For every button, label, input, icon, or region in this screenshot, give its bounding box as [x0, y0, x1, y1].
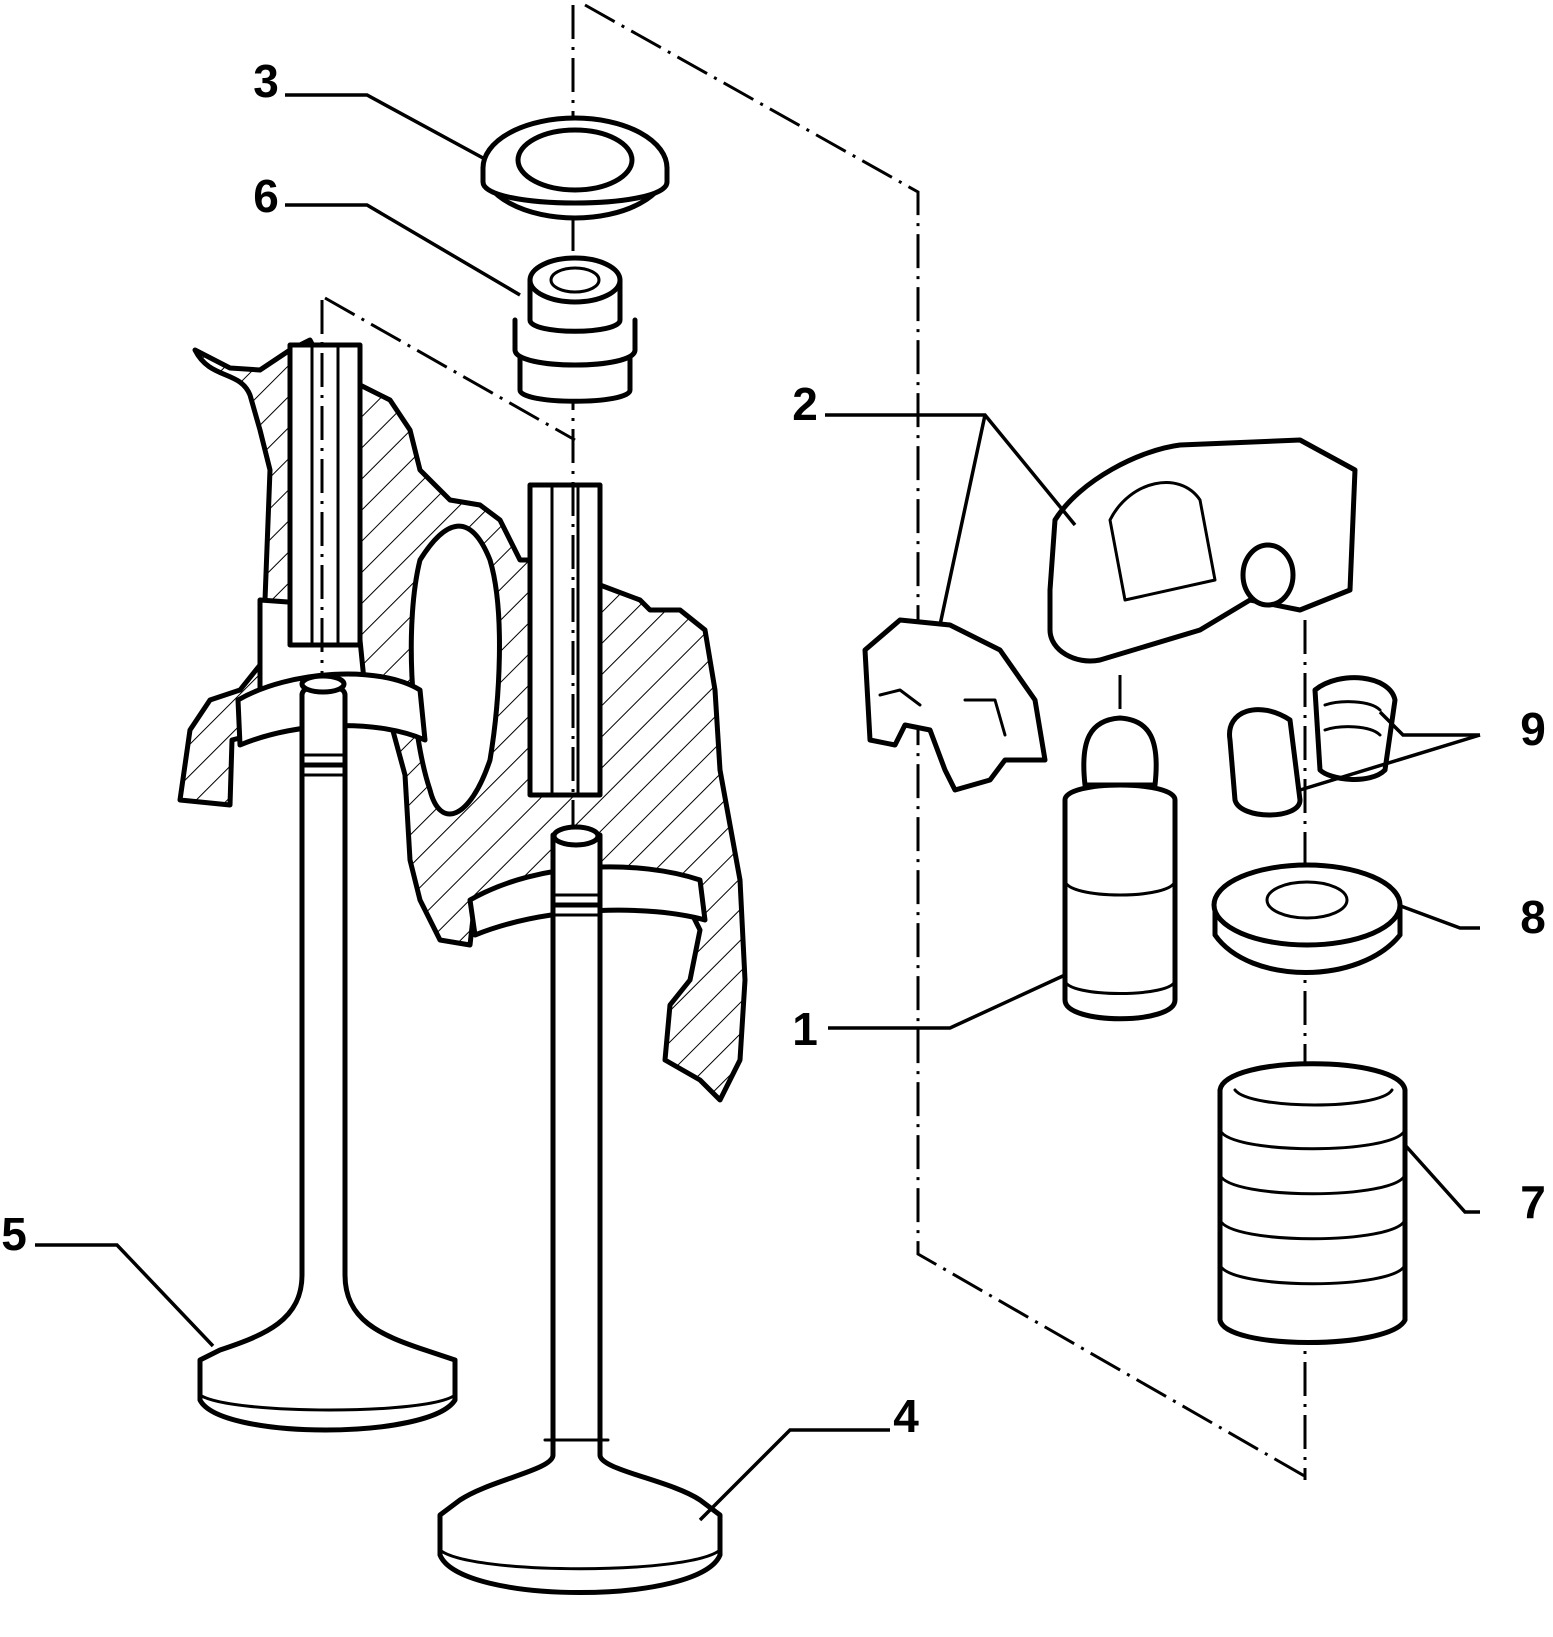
cylinder-head-section — [177, 337, 748, 1103]
leader-9 — [1378, 710, 1480, 737]
callout-9: 9 — [1520, 703, 1546, 755]
leader-9b — [1299, 733, 1481, 792]
leader-3 — [285, 93, 484, 160]
rocker-arm — [1047, 437, 1358, 664]
callout-6: 6 — [253, 170, 279, 222]
valve-spring — [1217, 1061, 1408, 1345]
leader-1 — [828, 973, 1066, 1030]
callout-leaders — [35, 93, 1481, 1522]
intake-valve — [437, 824, 723, 1595]
leader-7 — [1403, 1143, 1480, 1214]
leader-5 — [35, 1243, 215, 1348]
callout-3: 3 — [253, 55, 279, 107]
callout-5: 5 — [1, 1208, 27, 1260]
hydraulic-tappet — [1062, 715, 1178, 1022]
leader-6 — [285, 203, 521, 297]
leader-8 — [1397, 903, 1480, 930]
exhaust-valve — [197, 673, 458, 1433]
valve-collets — [1227, 675, 1398, 818]
callout-2: 2 — [792, 378, 818, 430]
callout-labels: 1 2 3 4 5 6 7 8 9 — [1, 55, 1546, 1442]
leader-2b — [938, 414, 987, 626]
valve-spring-seat-washer — [480, 115, 670, 221]
callout-4: 4 — [893, 1390, 919, 1442]
callout-1: 1 — [792, 1003, 818, 1055]
rocker-arm-clip — [862, 617, 1048, 793]
callout-7: 7 — [1520, 1176, 1546, 1228]
valve-stem-seal — [512, 255, 638, 404]
valve-spring-retainer — [1211, 862, 1403, 975]
callout-8: 8 — [1520, 891, 1546, 943]
leader-2 — [825, 413, 1077, 527]
leader-4 — [698, 1428, 890, 1522]
